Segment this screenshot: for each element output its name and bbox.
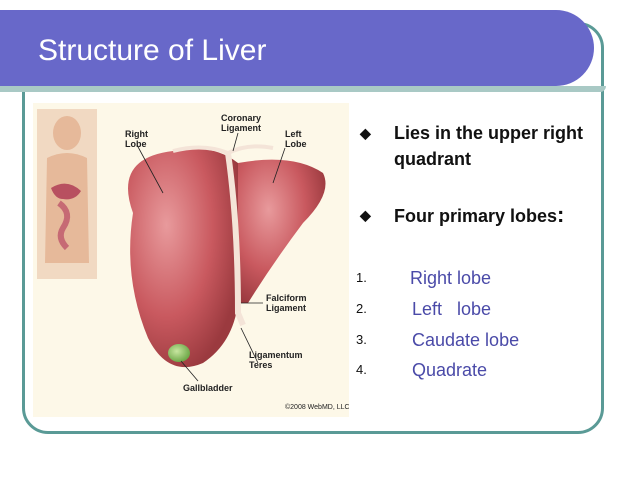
- bullet-text: Lies in the upper right quadrant: [394, 123, 584, 169]
- right-lobe-shape: [128, 148, 238, 368]
- bullet-dot-icon: ◆: [360, 207, 371, 223]
- liver-figure: Right Lobe Coronary Ligament Left Lobe F…: [33, 103, 352, 417]
- lobe-item: 1. Right lobe: [356, 268, 491, 289]
- gallbladder-label: Gallbladder: [183, 383, 233, 393]
- right-lobe-label: Right: [125, 129, 148, 139]
- falciform-ligament-label: Falciform: [266, 293, 307, 303]
- bullet-text: Four primary lobes: [394, 206, 558, 226]
- lobe-list: 1. Right lobe 2. Left lobe 3. Caudate lo…: [356, 268, 606, 388]
- liver-diagram: Right Lobe Coronary Ligament Left Lobe F…: [37, 109, 352, 411]
- right-lobe-label-2: Lobe: [125, 139, 147, 149]
- bullet-item: ◆ Lies in the upper right quadrant: [352, 120, 602, 172]
- lobe-number: 4.: [356, 362, 367, 377]
- lobe-item: 3. Caudate lobe: [356, 330, 519, 351]
- lobe-item: 4. Quadrate: [356, 360, 487, 381]
- lobe-number: 3.: [356, 332, 367, 347]
- lobe-label: Caudate lobe: [412, 330, 520, 350]
- left-lobe-shape: [238, 159, 326, 303]
- lobe-number: 2.: [356, 301, 367, 316]
- lobe-item: 2. Left lobe: [356, 299, 491, 320]
- ligamentum-teres-label-2: Teres: [249, 360, 272, 370]
- falciform-ligament-shape: [225, 152, 246, 327]
- coronary-ligament-label: Coronary: [221, 113, 261, 123]
- bullet-item: ◆ Four primary lobes:: [352, 202, 602, 229]
- ligamentum-teres-label: Ligamentum: [249, 350, 303, 360]
- lobe-label: Quadrate: [412, 360, 488, 380]
- title-accent-line: [0, 86, 606, 92]
- lobe-label: Right lobe: [410, 268, 492, 288]
- bullet-colon: :: [557, 202, 565, 227]
- title-bar: Structure of Liver: [0, 10, 594, 86]
- falciform-ligament-label-2: Ligament: [266, 303, 306, 313]
- bullet-list: ◆ Lies in the upper right quadrant ◆ Fou…: [352, 120, 602, 229]
- slide-title: Structure of Liver: [38, 34, 267, 67]
- gallbladder-shape: [168, 344, 190, 362]
- copyright-label: ©2008 WebMD, LLC.: [285, 403, 349, 411]
- left-lobe-label: Left: [285, 129, 302, 139]
- left-lobe-label-2: Lobe: [285, 139, 307, 149]
- body-inset-icon: [37, 109, 97, 279]
- lobe-label: Left lobe: [412, 299, 492, 319]
- lobe-number: 1.: [356, 270, 367, 285]
- coronary-ligament-label-2: Ligament: [221, 123, 261, 133]
- bullet-dot-icon: ◆: [360, 125, 371, 141]
